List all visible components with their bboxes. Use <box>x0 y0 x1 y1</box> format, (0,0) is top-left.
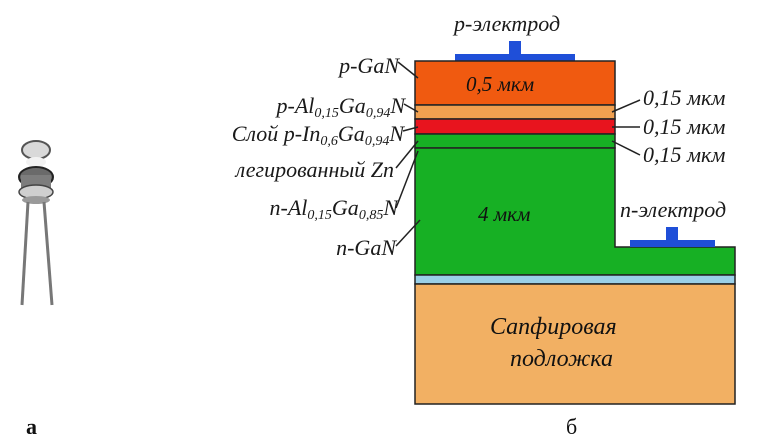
n-electrode-label: n-электрод <box>620 197 727 222</box>
caption-b: б <box>566 414 578 439</box>
label-p-gan: p-GaN <box>339 53 399 78</box>
n-gan-thickness-label: 4 мкм <box>478 202 531 226</box>
n-electrode-stem <box>666 227 678 241</box>
n-electrode-pad <box>630 240 715 247</box>
layer-p-algan <box>414 104 616 120</box>
label-p-algan: p-Al0,15Ga0,94N <box>276 93 405 121</box>
p-electrode-pad <box>455 54 575 61</box>
layer-p-gan <box>414 60 616 106</box>
thickness-label-3: 0,15 мкм <box>643 142 726 167</box>
led-dome <box>18 140 54 204</box>
layer-p-ingan <box>414 118 616 135</box>
label-n-gan: n-GaN <box>336 235 396 260</box>
thickness-label-2: 0,15 мкм <box>643 114 726 139</box>
p-electrode-label: p-электрод <box>454 11 561 36</box>
led-lead-right <box>42 201 54 306</box>
leader-lines-right <box>611 99 641 156</box>
substrate-label-line1: Сапфировая <box>490 314 617 340</box>
substrate-label-line2: подложка <box>510 346 613 372</box>
layer-substrate <box>414 283 736 405</box>
label-doped-zn: легированный Zn <box>235 157 394 182</box>
leader-lines-left <box>395 61 421 247</box>
label-n-algan: n-Al0,15Ga0,85N <box>269 195 398 223</box>
thickness-label-1: 0,15 мкм <box>643 85 726 110</box>
led-photo <box>18 140 54 306</box>
p-gan-thickness-label: 0,5 мкм <box>466 72 535 96</box>
layer-buffer <box>414 274 736 285</box>
led-lead-left <box>20 201 30 306</box>
label-p-ingan: Слой p-In0,6Ga0,94N <box>231 121 404 149</box>
p-electrode-stem <box>509 41 521 56</box>
caption-a: а <box>26 414 37 439</box>
layer-doped <box>414 133 616 149</box>
